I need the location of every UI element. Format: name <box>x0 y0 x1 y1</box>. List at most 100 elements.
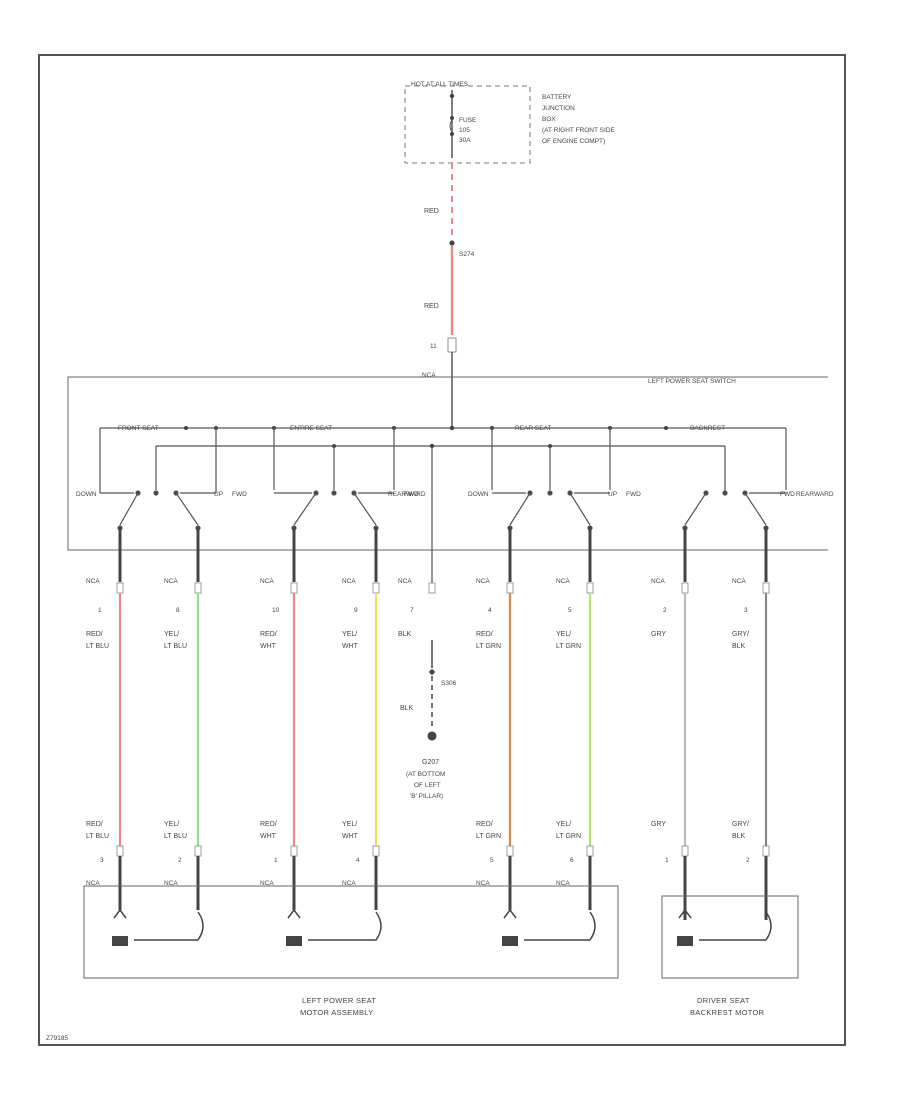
connector-cavity <box>194 845 202 857</box>
motor-wire-label: WHT <box>260 833 277 840</box>
feed-wire-lower-label: RED <box>424 303 439 310</box>
section-front-seat: FRONT SEAT <box>118 425 159 432</box>
section-rear-seat: REAR SEAT <box>515 425 551 432</box>
motor-pin: 5 <box>490 857 494 864</box>
wire-color-label: BLK <box>732 643 746 650</box>
switch-terminal-4: REARWARD <box>388 491 426 498</box>
motor-wire-label: WHT <box>342 833 359 840</box>
diagram-frame <box>38 54 846 1046</box>
connector-pin: 1 <box>98 607 102 614</box>
switch-terminal-7: UP <box>608 491 617 498</box>
motor-pin: 6 <box>570 857 574 864</box>
ground-symbol <box>427 731 437 741</box>
ground-name: G207 <box>422 759 439 766</box>
connector-cavity <box>372 845 380 857</box>
wire-color-label: GRY <box>651 631 666 638</box>
motor-wire-label: GRY/ <box>732 821 749 828</box>
fuse-label-2: 105 <box>459 127 470 134</box>
motor-wire-label: YEL/ <box>164 821 179 828</box>
footer-code: Z79185 <box>46 1035 68 1042</box>
connector-label: NCA <box>476 578 490 585</box>
ground-circuit: S306 BLK G207 (AT BOTTOM OF LEFT 'B' PIL… <box>400 640 457 800</box>
connector-label: NCA <box>164 578 178 585</box>
switch-terminal-6: DOWN <box>468 491 489 498</box>
backrest-motor-title-1: DRIVER SEAT <box>697 996 750 1005</box>
motor-connector-label: NCA <box>556 880 570 887</box>
connector-cavity <box>372 582 380 594</box>
ground-location-3: 'B' PILLAR) <box>410 793 443 800</box>
motor-symbol-4 <box>677 908 772 946</box>
motor-wire-label: LT BLU <box>86 833 109 840</box>
motor-pin: 1 <box>665 857 669 864</box>
connector-cavity <box>116 845 124 857</box>
connector-cavity <box>681 582 689 594</box>
motor-assembly-title-2: MOTOR ASSEMBLY <box>300 1008 374 1017</box>
fuse-label-1: FUSE <box>459 117 477 124</box>
connector-pin: 9 <box>354 607 358 614</box>
motor-pin: 2 <box>178 857 182 864</box>
connector-pin: 4 <box>488 607 492 614</box>
motor-pin: 2 <box>746 857 750 864</box>
connector-cavity <box>762 845 770 857</box>
power-seat-switch: LEFT POWER SEAT SWITCH FRONT SEAT ENTIRE… <box>67 376 834 585</box>
connector-label: NCA <box>86 578 100 585</box>
wire-color-label: WHT <box>260 643 277 650</box>
feed-wire: RED S274 RED 11 NCA <box>422 163 475 428</box>
switch-terminal-10: REARWARD <box>796 491 834 498</box>
connector-cavity <box>116 582 124 594</box>
connector-cavity <box>290 582 298 594</box>
motor-wire-label: LT BLU <box>164 833 187 840</box>
wire-color-label: BLK <box>398 631 412 638</box>
motor-connector-label: NCA <box>164 880 178 887</box>
switch-terminal-1: DOWN <box>76 491 97 498</box>
connector-label: NCA <box>732 578 746 585</box>
section-backrest: BACKREST <box>690 425 725 432</box>
ground-splice-label: S306 <box>441 680 457 687</box>
ground-wire-label: BLK <box>400 705 414 712</box>
connector-cavity <box>586 582 594 594</box>
motor-pin: 1 <box>274 857 278 864</box>
connector-label: NCA <box>260 578 274 585</box>
wire-color-label: LT BLU <box>164 643 187 650</box>
feed-wire-upper-label: RED <box>424 208 439 215</box>
fuse-label-3: 30A <box>459 137 471 144</box>
motor-wire-label: YEL/ <box>342 821 357 828</box>
section-entire-seat: ENTIRE SEAT <box>290 425 332 432</box>
fuse-location-1: BATTERY <box>542 94 572 101</box>
fuse-location-3: BOX <box>542 116 556 123</box>
connector-label: NCA <box>342 578 356 585</box>
motor-wire-label: RED/ <box>86 821 103 828</box>
feed-splice-label: S274 <box>459 251 475 258</box>
connector-pin: 5 <box>568 607 572 614</box>
motor-assembly-title-1: LEFT POWER SEAT <box>302 996 376 1005</box>
motor-wire-label: YEL/ <box>556 821 571 828</box>
connector-cavity <box>428 582 436 594</box>
wire-color-label: LT GRN <box>476 643 501 650</box>
motor-wire-label: GRY <box>651 821 666 828</box>
switch-terminal-3: FWD <box>232 491 247 498</box>
connector-pin: 7 <box>410 607 414 614</box>
connector-cavity <box>506 582 514 594</box>
motor-pin: 4 <box>356 857 360 864</box>
wire-color-label: RED/ <box>476 631 493 638</box>
wire-color-label: LT GRN <box>556 643 581 650</box>
switch-title: LEFT POWER SEAT SWITCH <box>648 378 736 385</box>
fuse-location-4: (AT RIGHT FRONT SIDE <box>542 127 615 134</box>
motor-connector-label: NCA <box>342 880 356 887</box>
connector-label: NCA <box>651 578 665 585</box>
wire-color-label: YEL/ <box>164 631 179 638</box>
fuse-location-2: JUNCTION <box>542 105 575 112</box>
wire-color-label: RED/ <box>86 631 103 638</box>
switch-terminal-2: UP <box>214 491 223 498</box>
fuse-location-5: OF ENGINE COMPT) <box>542 138 605 145</box>
connector-cavity <box>681 845 689 857</box>
wire-color-label: GRY/ <box>732 631 749 638</box>
connector-pin: 2 <box>663 607 667 614</box>
